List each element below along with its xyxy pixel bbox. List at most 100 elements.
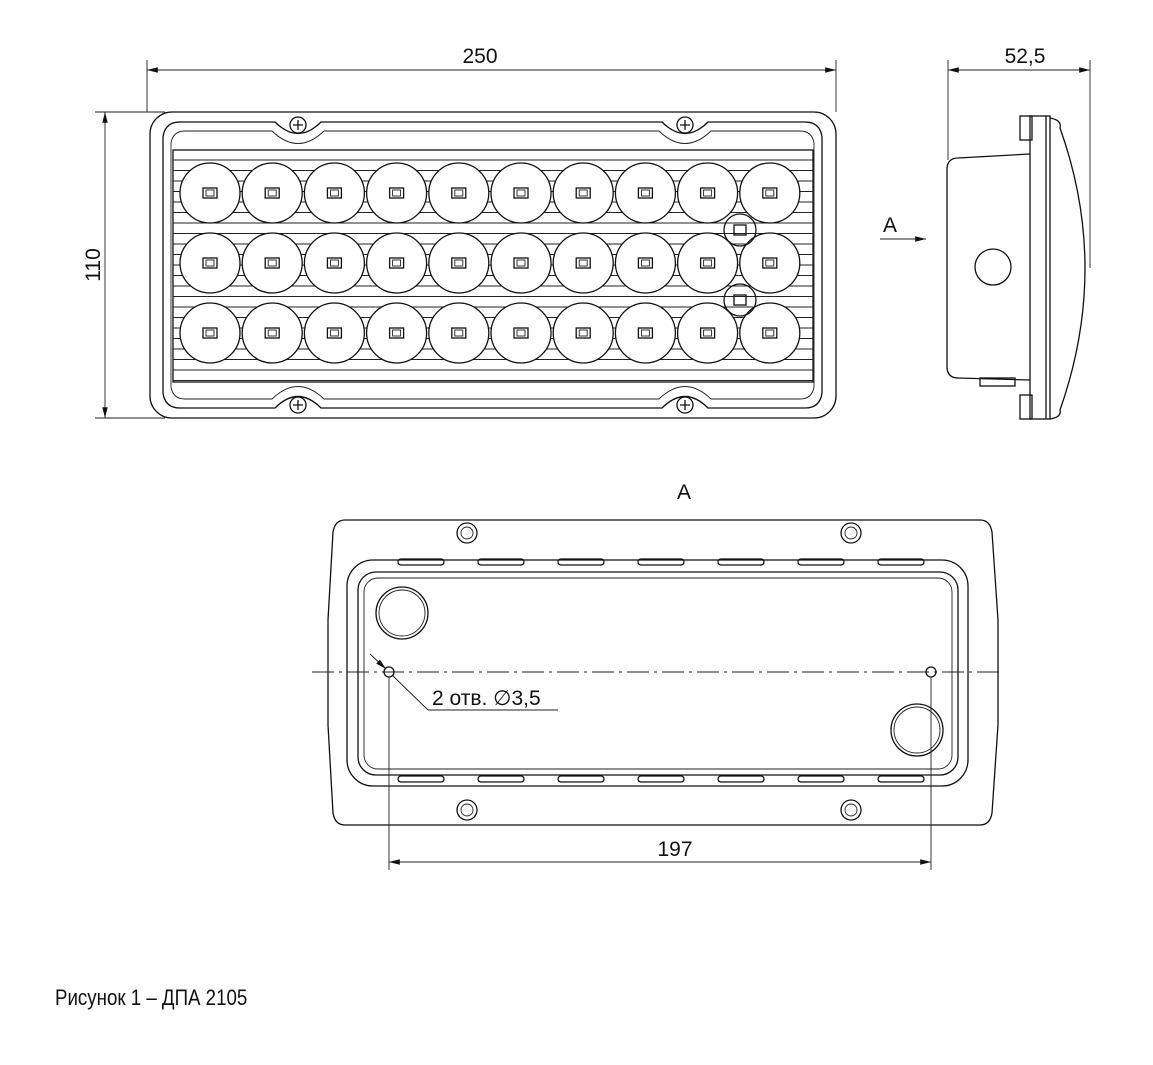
led xyxy=(676,162,739,224)
sensor-chip xyxy=(733,294,747,306)
led xyxy=(676,232,739,294)
back-view: A 2 отв. ∅3,5 197 xyxy=(312,481,1002,870)
led-chip xyxy=(388,187,405,199)
led-lens xyxy=(303,232,366,294)
screw-icon xyxy=(289,116,307,134)
led xyxy=(614,232,677,294)
mount-hole xyxy=(456,522,478,544)
lens-dome xyxy=(1049,117,1086,420)
led-chip xyxy=(388,257,405,269)
vent-slot xyxy=(477,558,525,566)
led xyxy=(241,232,303,294)
led xyxy=(490,232,552,294)
led-lens xyxy=(241,232,303,294)
led xyxy=(303,232,366,294)
led-chip xyxy=(451,257,467,269)
vent-slot xyxy=(557,558,605,566)
led-chip xyxy=(575,187,591,199)
led xyxy=(552,162,614,224)
led xyxy=(365,162,428,224)
led xyxy=(428,302,490,364)
vent-slot xyxy=(477,775,525,783)
led-chip xyxy=(451,327,467,339)
led xyxy=(552,232,614,294)
housing-inner-frame xyxy=(162,121,823,409)
led xyxy=(303,162,366,224)
led-chip xyxy=(513,327,529,339)
vent-slot xyxy=(797,558,845,566)
screws xyxy=(289,116,694,414)
led xyxy=(614,162,677,224)
back-view-title: A xyxy=(677,481,691,504)
led xyxy=(614,302,677,364)
sensor-lens xyxy=(723,283,757,317)
led-chip xyxy=(637,257,654,269)
led xyxy=(179,302,241,364)
led-lens xyxy=(614,302,677,364)
figure-caption: Рисунок 1 – ДПА 2105 xyxy=(55,985,248,1010)
view-marker: A xyxy=(883,214,897,237)
led-array xyxy=(179,162,801,364)
hole-spacing-dimension: 197 xyxy=(657,838,692,861)
led-lens xyxy=(676,232,739,294)
led-lens xyxy=(365,302,428,364)
knockout xyxy=(890,703,944,757)
base-outline xyxy=(327,519,999,826)
led-lens xyxy=(303,302,366,364)
sensor-lens xyxy=(723,213,757,247)
knockout xyxy=(375,586,429,640)
front-view: 250 110 xyxy=(82,45,837,419)
vent-slot xyxy=(397,558,445,566)
led xyxy=(428,162,490,224)
led-chip xyxy=(326,327,343,339)
led-chip xyxy=(699,187,716,199)
led-chip xyxy=(762,327,778,339)
led-lens xyxy=(365,162,428,224)
led-lens xyxy=(241,162,303,224)
led xyxy=(676,302,739,364)
flange xyxy=(1029,115,1051,420)
led-lens xyxy=(428,302,490,364)
vent-slot xyxy=(717,558,765,566)
led-lens xyxy=(303,162,366,224)
screw-icon xyxy=(676,396,694,414)
screw-icon xyxy=(676,116,694,134)
led-chip xyxy=(637,327,654,339)
led xyxy=(490,162,552,224)
led-lens xyxy=(739,162,801,224)
led xyxy=(179,162,241,224)
vent-slot xyxy=(637,775,685,783)
width-dimension: 250 xyxy=(462,45,497,68)
vent-slot xyxy=(797,775,845,783)
led-lens xyxy=(241,302,303,364)
housing-outline xyxy=(149,111,837,419)
led-chip xyxy=(762,187,778,199)
led xyxy=(179,232,241,294)
led-chip xyxy=(202,187,218,199)
led-chip xyxy=(388,327,405,339)
led-chip xyxy=(575,257,591,269)
led-chip xyxy=(326,257,343,269)
led-lens xyxy=(179,162,241,224)
led-chip xyxy=(264,187,280,199)
led-chip xyxy=(575,327,591,339)
vent-slot xyxy=(557,775,605,783)
led-lens xyxy=(739,232,801,294)
led xyxy=(365,232,428,294)
led-lens xyxy=(676,302,739,364)
led-chip xyxy=(637,187,654,199)
led-lens xyxy=(614,232,677,294)
led-lens xyxy=(676,162,739,224)
led-chip xyxy=(264,327,280,339)
led-lens xyxy=(739,302,801,364)
led-lens xyxy=(490,302,552,364)
led-lens xyxy=(552,232,614,294)
led-lens xyxy=(490,232,552,294)
vent-slot xyxy=(717,775,765,783)
holes-note: 2 отв. ∅3,5 xyxy=(432,687,541,710)
vent-slot xyxy=(637,558,685,566)
led-lens xyxy=(552,162,614,224)
led-chip xyxy=(264,257,280,269)
led-chip xyxy=(451,187,467,199)
